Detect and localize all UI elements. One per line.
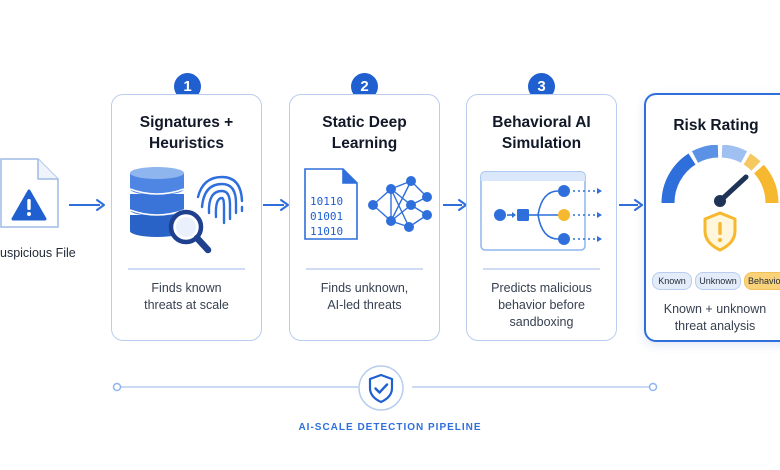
flow-arrow-2 <box>263 199 289 211</box>
risk-gauge-icon <box>661 145 779 252</box>
flow-arrow-4 <box>619 199 643 211</box>
risk-rating-description: Known + unknown threat analysis <box>663 302 767 333</box>
step-3-divider <box>483 268 600 270</box>
shield-check-icon <box>358 365 404 411</box>
pipeline-label: AI-SCALE DETECTION PIPELINE <box>298 422 482 433</box>
binary-code: 10110 01001 11010 <box>310 195 344 238</box>
step-3-description: Predicts malicious behavior before sandb… <box>491 281 592 329</box>
step-2-divider <box>306 268 423 270</box>
step-1-card: Signatures + Heuristics Finds known thre… <box>111 94 262 341</box>
step-1-divider <box>128 268 245 270</box>
step-1-description: Finds known threats at scale <box>144 281 229 312</box>
step-3-title: Behavioral AI Simulation <box>492 114 591 152</box>
step-2-card: Static Deep Learning <box>289 94 440 341</box>
risk-rating-card: Risk Rating <box>644 93 780 342</box>
step-2-title: Static Deep Learning <box>322 114 407 152</box>
pipeline-line <box>112 382 658 392</box>
suspicious-file-icon <box>0 157 60 229</box>
step-3-card: Behavioral AI Simulation Predicts malici… <box>466 94 617 341</box>
risk-pill-behavioral: Behavio <box>744 272 780 290</box>
risk-rating-title: Risk Rating <box>673 117 759 134</box>
neural-network-icon <box>304 168 432 240</box>
behavior-simulation-icon <box>480 171 602 251</box>
flow-arrow-3 <box>443 199 467 211</box>
risk-pill-unknown: Unknown <box>695 272 741 290</box>
step-1-title: Signatures + Heuristics <box>139 114 234 152</box>
database-fingerprint-icon <box>129 167 244 254</box>
risk-pill-known: Known <box>652 272 692 290</box>
flow-arrow-1 <box>69 199 105 211</box>
suspicious-file-label: uspicious File <box>0 246 76 260</box>
step-2-description: Finds unknown, AI-led threats <box>320 281 409 312</box>
